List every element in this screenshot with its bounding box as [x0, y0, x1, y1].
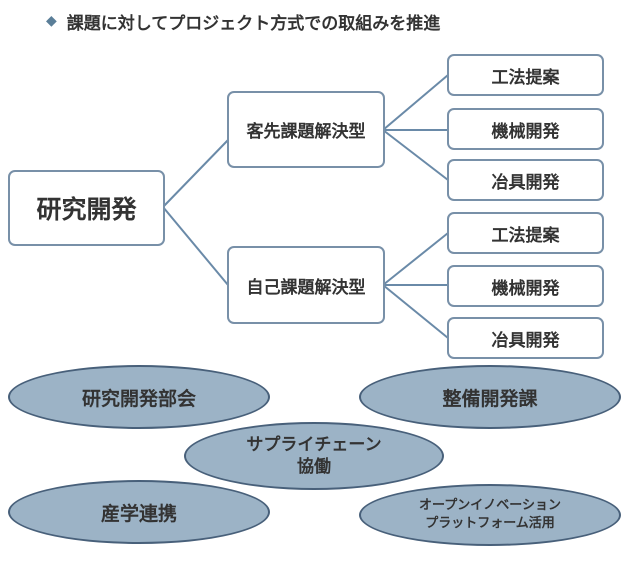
ellipse-open-innovation: オープンイノベーション プラットフォーム活用	[359, 484, 621, 546]
leaf-box-method-proposal: 工法提案	[447, 212, 604, 254]
ellipse-label-line1: オープンイノベーション	[419, 498, 561, 514]
branch-box-customer: 客先課題解決型	[227, 91, 385, 168]
ellipse-label: 産学連携	[100, 502, 177, 525]
leaf-box-jig-dev: 冶具開発	[447, 159, 604, 201]
connector-upper-leaf3	[382, 129, 449, 181]
connector-lower-leaf3	[382, 284, 449, 339]
leaf-box-jig-dev: 冶具開発	[447, 317, 604, 359]
headline: ◆ 課題に対してプロジェクト方式での取組みを推進	[46, 8, 440, 34]
connector-upper-leaf1	[382, 74, 449, 131]
ellipse-maintenance-dev: 整備開発課	[359, 365, 621, 429]
root-box-rd: 研究開発	[8, 170, 165, 246]
headline-text: 課題に対してプロジェクト方式での取組みを推進	[66, 13, 441, 34]
leaf-box-method-proposal: 工法提案	[447, 54, 604, 96]
connector-root-upper	[162, 139, 229, 208]
leaf-box-machine-dev: 機械開発	[447, 265, 604, 307]
ellipse-label-line2: 協働	[297, 457, 331, 477]
ellipse-label-line1: サプライチェーン	[246, 434, 382, 455]
ellipse-academia: 産学連携	[8, 480, 270, 544]
branch-box-self: 自己課題解決型	[227, 246, 385, 324]
ellipse-label: 整備開発課	[442, 387, 538, 410]
ellipse-supply-chain: サプライチェーン 協働	[184, 422, 444, 490]
connector-lower-leaf1	[382, 232, 449, 286]
leaf-box-machine-dev: 機械開発	[447, 108, 604, 150]
ellipse-label: 研究開発部会	[81, 387, 196, 410]
ellipse-label-line2: プラットフォーム活用	[425, 516, 555, 531]
diamond-bullet-icon: ◆	[46, 13, 57, 29]
connector-root-lower	[162, 206, 229, 286]
ellipse-rd-committee: 研究開発部会	[8, 365, 270, 429]
